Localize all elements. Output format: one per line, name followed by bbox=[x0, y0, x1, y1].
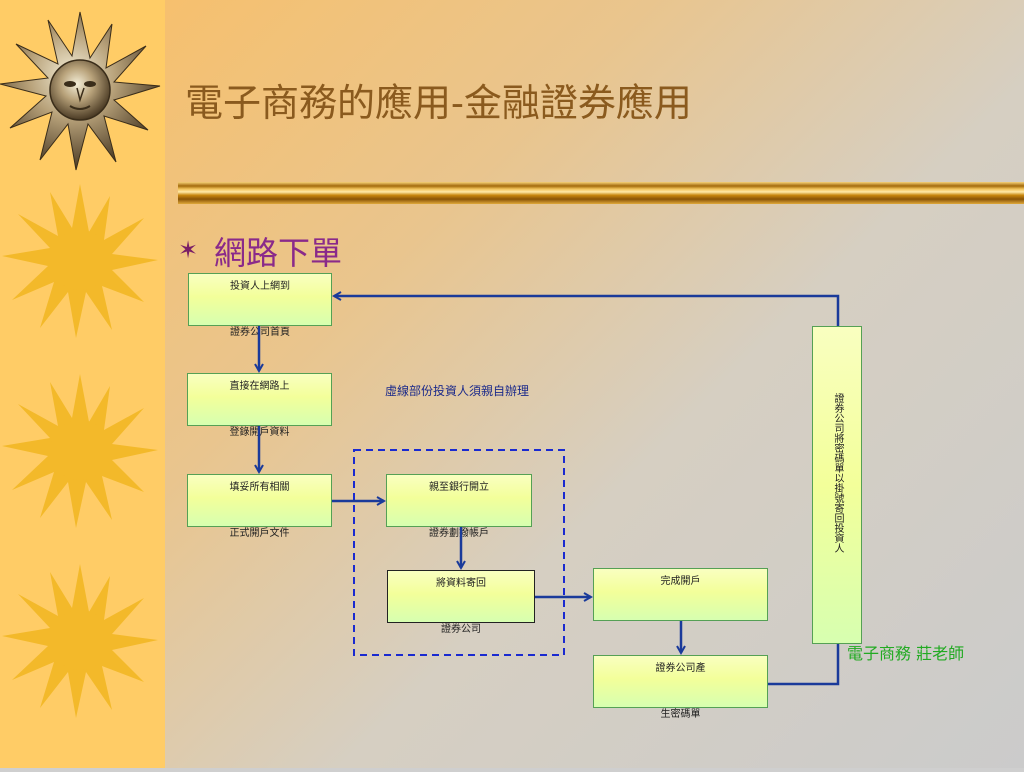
footer-credit: 電子商務 莊老師 bbox=[847, 644, 965, 663]
box-line2: 證券公司 bbox=[441, 624, 481, 635]
sun-decorations bbox=[0, 11, 161, 718]
box-line2: 生密碼單 bbox=[660, 709, 701, 720]
box-line1: 將資料寄回 bbox=[436, 578, 486, 589]
box-line2: 證券劃撥帳戶 bbox=[429, 528, 489, 539]
gold-divider bbox=[178, 182, 1024, 204]
title-main: 電子商務的應用 bbox=[185, 81, 452, 125]
vertical-text: 證券公司將密碼單以掛號寄回投資人 bbox=[832, 393, 843, 553]
box-line1: 填妥所有相關 bbox=[229, 482, 290, 493]
flow-box-fill-documents: 填妥所有相關 正式開戶文件 bbox=[187, 474, 332, 539]
slide-title: 電子商務的應用-金融證券應用 bbox=[185, 72, 692, 127]
flow-box-account-complete: 完成開戶 bbox=[593, 568, 768, 621]
flow-box-open-bank-account: 親至銀行開立 證券劃撥帳戶 bbox=[386, 474, 532, 539]
star-bullet-icon: ✶ bbox=[178, 236, 199, 264]
title-sub: -金融證券應用 bbox=[451, 81, 692, 125]
flow-box-mail-documents: 將資料寄回 證券公司 bbox=[387, 570, 535, 635]
sun-icon bbox=[2, 184, 158, 338]
box-line1: 投資人上網到 bbox=[230, 281, 290, 292]
metal-sun-icon bbox=[0, 11, 161, 171]
box-line1: 親至銀行開立 bbox=[429, 482, 489, 493]
connector-b7-vbox bbox=[768, 644, 840, 686]
dashed-region bbox=[353, 449, 565, 656]
box-line1: 直接在網路上 bbox=[229, 381, 290, 392]
sun-icon bbox=[2, 374, 158, 528]
box-line1: 完成開戶 bbox=[660, 576, 701, 587]
box-line1: 證券公司產 bbox=[655, 663, 706, 674]
sidebar-decoration bbox=[0, 0, 165, 768]
dashed-area-note: 虛線部份投資人須親自辦理 bbox=[385, 384, 530, 398]
bullet-heading: 網路下單 bbox=[214, 234, 343, 272]
arrow-vbox-b1 bbox=[334, 296, 840, 326]
sun-icon bbox=[2, 564, 158, 718]
box-line2: 正式開戶文件 bbox=[229, 528, 290, 539]
flow-box-mail-password: 證券公司將密碼單以掛號寄回投資人 bbox=[812, 326, 862, 644]
flow-box-generate-password: 證券公司產 生密碼單 bbox=[593, 655, 768, 720]
